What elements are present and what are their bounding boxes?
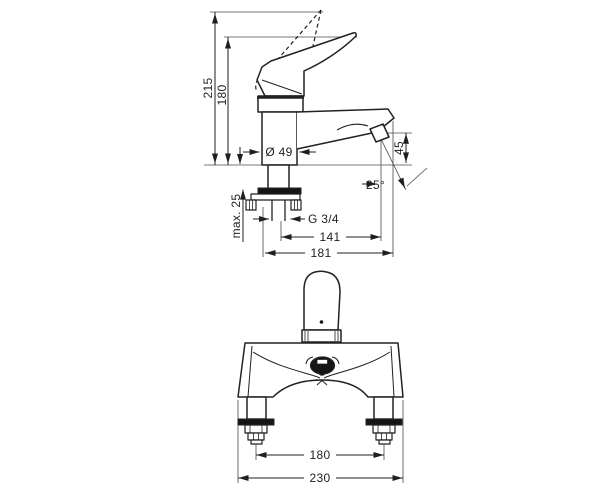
center-escutcheon [305, 356, 340, 376]
handle-height-label: 180 [215, 85, 229, 106]
body-diameter-label: Ø 49 [265, 145, 292, 159]
threaded-shank [271, 200, 286, 221]
front-view-dimension-labels: 180 230 [310, 448, 331, 485]
overall-projection-label: 181 [311, 246, 332, 260]
right-leg [373, 396, 394, 420]
mounting-neck [267, 164, 290, 190]
connection-thread-label: G 3/4 [308, 212, 339, 226]
spout-reach-label: 141 [320, 230, 341, 244]
max-mounting-thickness-label: max. 25 [229, 194, 243, 239]
base-gasket [257, 187, 302, 195]
aerator [369, 123, 390, 143]
faucet-side-view [245, 9, 395, 221]
left-flange [237, 418, 275, 426]
overall-width-label: 230 [310, 471, 331, 485]
outlet-angle-label: 25° [366, 178, 385, 192]
handle-collar [301, 329, 342, 343]
right-shank-nuts [372, 424, 396, 445]
side-view-extension-lines [204, 11, 428, 257]
left-leg [246, 396, 267, 420]
handle-knob [303, 270, 341, 331]
angle-leader-curve [406, 167, 428, 187]
clamp-plate [250, 193, 301, 201]
spout [297, 109, 394, 149]
knob-pin [319, 320, 324, 324]
clamp-bolts [245, 199, 302, 211]
outlet-height-label: 45 [392, 141, 406, 155]
overall-height-label: 215 [201, 78, 215, 99]
faucet-front-view [237, 270, 404, 445]
hole-spacing-label: 180 [310, 448, 331, 462]
side-view-dimension-labels: 215 180 max. 25 Ø 49 G 3/4 141 181 45 25… [201, 78, 406, 260]
lever-handle [256, 32, 357, 97]
right-flange [365, 418, 403, 426]
left-shank-nuts [244, 424, 268, 445]
dimension-text-backings [305, 230, 346, 259]
